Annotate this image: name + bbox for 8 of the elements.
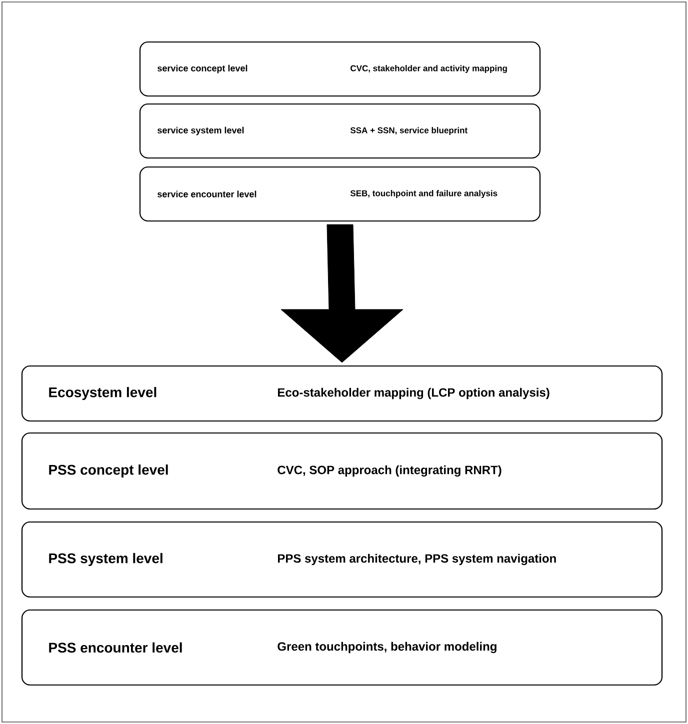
level-box: PSS concept level CVC, SOP approach (integrating RNRT) [21,432,663,510]
block-arrow [280,224,404,363]
level-box: service system level SSA + SSN, service blueprint [139,103,541,159]
level-box: service concept level CVC, stakeholder and activity mapping [139,41,541,97]
level-box: PSS system level PPS system architecture, PPS system navigation [21,521,663,598]
level-box: Ecosystem level Eco-stakeholder mapping (LCP option analysis) [21,365,663,422]
level-box: PSS encounter level Green touchpoints, behavior modeling [21,609,663,686]
level-box: service encounter level SEB, touchpoint and failure analysis [139,166,541,222]
